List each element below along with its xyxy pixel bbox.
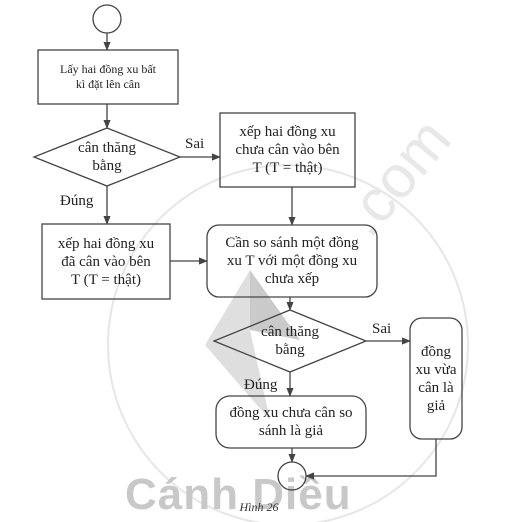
figure-caption: Hình 26 bbox=[239, 500, 279, 514]
edge-label-dung-1: Đúng bbox=[60, 193, 94, 209]
end-terminal bbox=[277, 461, 307, 491]
place-unweighed-text: xếp hai đồng xu chưa cân vào bên T (T = … bbox=[235, 124, 340, 176]
edge-label-sai-1: Sai bbox=[185, 136, 205, 152]
edge-label-sai-2: Sai bbox=[372, 321, 392, 337]
balanced-decision-2-text: cân thăng bằng bbox=[261, 324, 319, 358]
arrow-weighed-fake-to-end bbox=[305, 439, 437, 480]
unweighed-fake-text: đồng xu chưa cân so sánh là giả bbox=[229, 405, 353, 439]
weighed-fake-text: đồng xu vừa cân là giả bbox=[415, 343, 457, 414]
take-two-coins-text: Lấy hai đồng xu bất kì đặt lên cân bbox=[60, 62, 156, 91]
watermark-kite-tail bbox=[205, 330, 270, 420]
place-weighed-text: xếp hai đồng xu đã cân vào bên T (T = th… bbox=[57, 235, 155, 288]
compare-text: Cần so sánh một đồng xu T với một đồng x… bbox=[225, 235, 359, 287]
watermark-ring bbox=[107, 164, 469, 522]
edge-label-dung-2: Đúng bbox=[244, 377, 278, 393]
watermark-kite-left bbox=[205, 270, 250, 345]
balanced-decision-1-text: cân thăng bằng bbox=[78, 140, 136, 174]
start-terminal bbox=[92, 4, 122, 34]
place-unweighed-box bbox=[219, 112, 356, 188]
watermark-kite-right bbox=[250, 270, 300, 340]
